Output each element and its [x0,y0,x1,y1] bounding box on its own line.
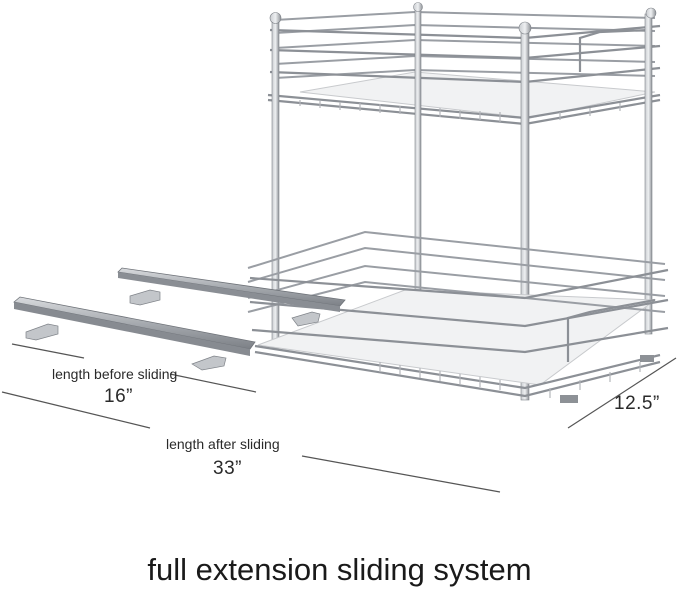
slide-rail-front [13,296,256,371]
length-before-line-left [11,343,85,359]
rail-bracket [25,323,59,341]
slide-rail-back [117,267,346,327]
length-after-line-left [1,391,151,429]
rail-bracket [291,311,321,327]
depth-line [567,357,677,429]
length-after-line-right [301,455,501,493]
caption: full extension sliding system [147,552,532,587]
rail-bracket [129,289,161,306]
upper-shelf-liner [299,71,656,119]
length-before-line-right [169,373,257,393]
posts [269,2,657,401]
depth-value: 12.5” [614,393,660,414]
length-before-label: length before sliding [52,366,178,382]
length-after-value: 33” [213,458,242,479]
dimension-lines [1,343,677,493]
upper-shelf [267,10,661,126]
length-before-value: 16” [104,386,133,407]
lower-shelf [247,230,669,403]
rail-bracket [191,355,227,371]
length-after-label: length after sliding [166,436,280,452]
